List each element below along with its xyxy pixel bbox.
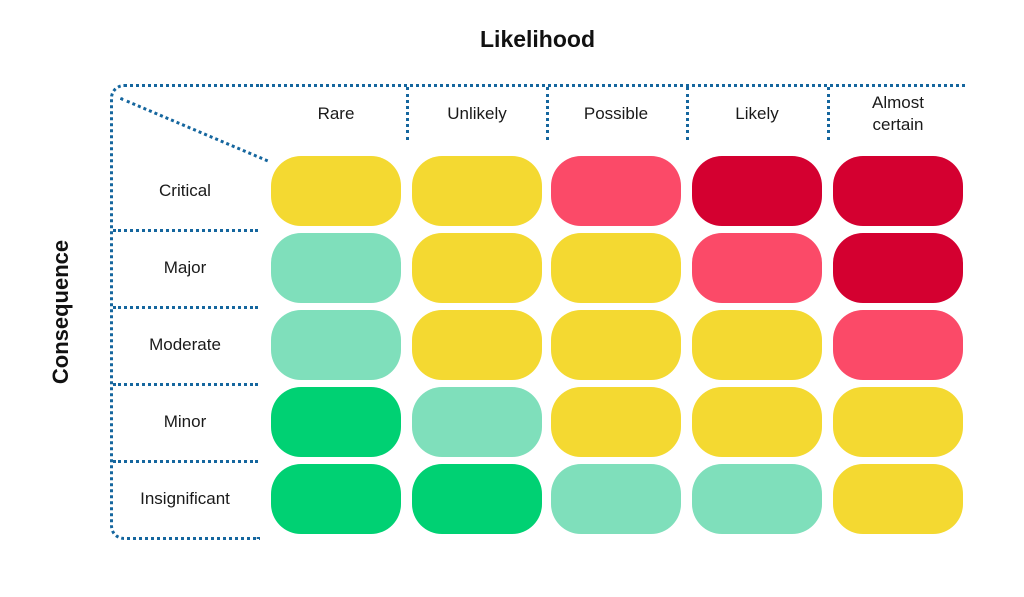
chart-title: Likelihood [480,26,595,52]
y-axis-label-wrap: Consequence [43,84,79,540]
cell-moderate-possible [551,310,681,380]
cell-major-likely [692,233,822,303]
row-separator [113,460,258,463]
cell-critical-almost-certain [833,156,963,226]
cell-moderate-rare [271,310,401,380]
cell-insignificant-possible [551,464,681,534]
cell-critical-possible [551,156,681,226]
header-separator [406,87,409,140]
cell-insignificant-almost-certain [833,464,963,534]
header-separator [546,87,549,140]
cell-minor-possible [551,387,681,457]
column-header-likely: Likely [735,103,779,123]
cell-moderate-likely [692,310,822,380]
cell-insignificant-rare [271,464,401,534]
row-label-dotted-frame [110,84,260,540]
cell-insignificant-unlikely [412,464,542,534]
column-header-unlikely: Unlikely [447,103,507,123]
cell-major-unlikely [412,233,542,303]
cell-moderate-almost-certain [833,310,963,380]
cell-minor-rare [271,387,401,457]
cell-critical-unlikely [412,156,542,226]
row-separator [113,229,258,232]
column-header-rare: Rare [317,103,355,123]
row-label-insignificant: Insignificant [140,488,230,508]
header-separator [827,87,830,140]
cell-moderate-unlikely [412,310,542,380]
row-separator [113,383,258,386]
cell-minor-almost-certain [833,387,963,457]
y-axis-label: Consequence [48,239,74,385]
column-header-almost-certain: Almost certain [872,92,924,134]
cell-minor-unlikely [412,387,542,457]
cell-minor-likely [692,387,822,457]
row-label-major: Major [163,257,207,277]
cell-major-rare [271,233,401,303]
row-label-minor: Minor [163,411,207,431]
row-label-critical: Critical [159,180,211,200]
cell-critical-likely [692,156,822,226]
column-header-possible: Possible [583,103,649,123]
cell-critical-rare [271,156,401,226]
row-separator [113,306,258,309]
cell-major-almost-certain [833,233,963,303]
row-label-moderate: Moderate [149,334,221,354]
header-separator [686,87,689,140]
cell-insignificant-likely [692,464,822,534]
cell-major-possible [551,233,681,303]
top-dotted-line [260,84,965,87]
